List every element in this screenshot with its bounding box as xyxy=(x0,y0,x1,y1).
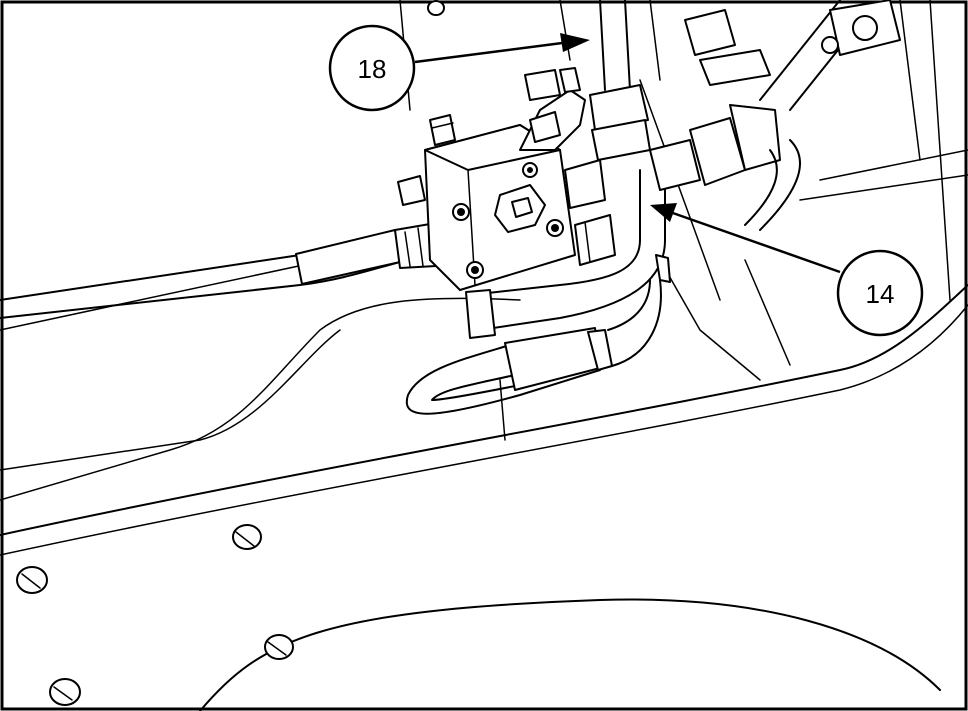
arrowhead-18 xyxy=(560,33,590,52)
callout-label: 14 xyxy=(866,279,895,309)
leader-18 xyxy=(414,40,571,64)
leader-14 xyxy=(669,210,841,274)
valve-block xyxy=(397,67,616,291)
leader-lines xyxy=(414,33,841,274)
callout-14: 14 xyxy=(836,249,924,337)
arrowhead-14 xyxy=(650,203,677,222)
callout-circle xyxy=(836,249,924,337)
hose-left xyxy=(0,223,437,319)
hose-loop xyxy=(405,279,662,415)
hose-top xyxy=(589,0,651,161)
elbow-fitting-right xyxy=(649,0,871,231)
upper-right-components xyxy=(684,0,901,86)
hose-bent xyxy=(465,159,671,339)
frame-holes xyxy=(16,0,445,706)
callout-18: 18 xyxy=(328,24,416,112)
callout-circle xyxy=(328,24,416,112)
callout-label: 18 xyxy=(358,54,387,84)
